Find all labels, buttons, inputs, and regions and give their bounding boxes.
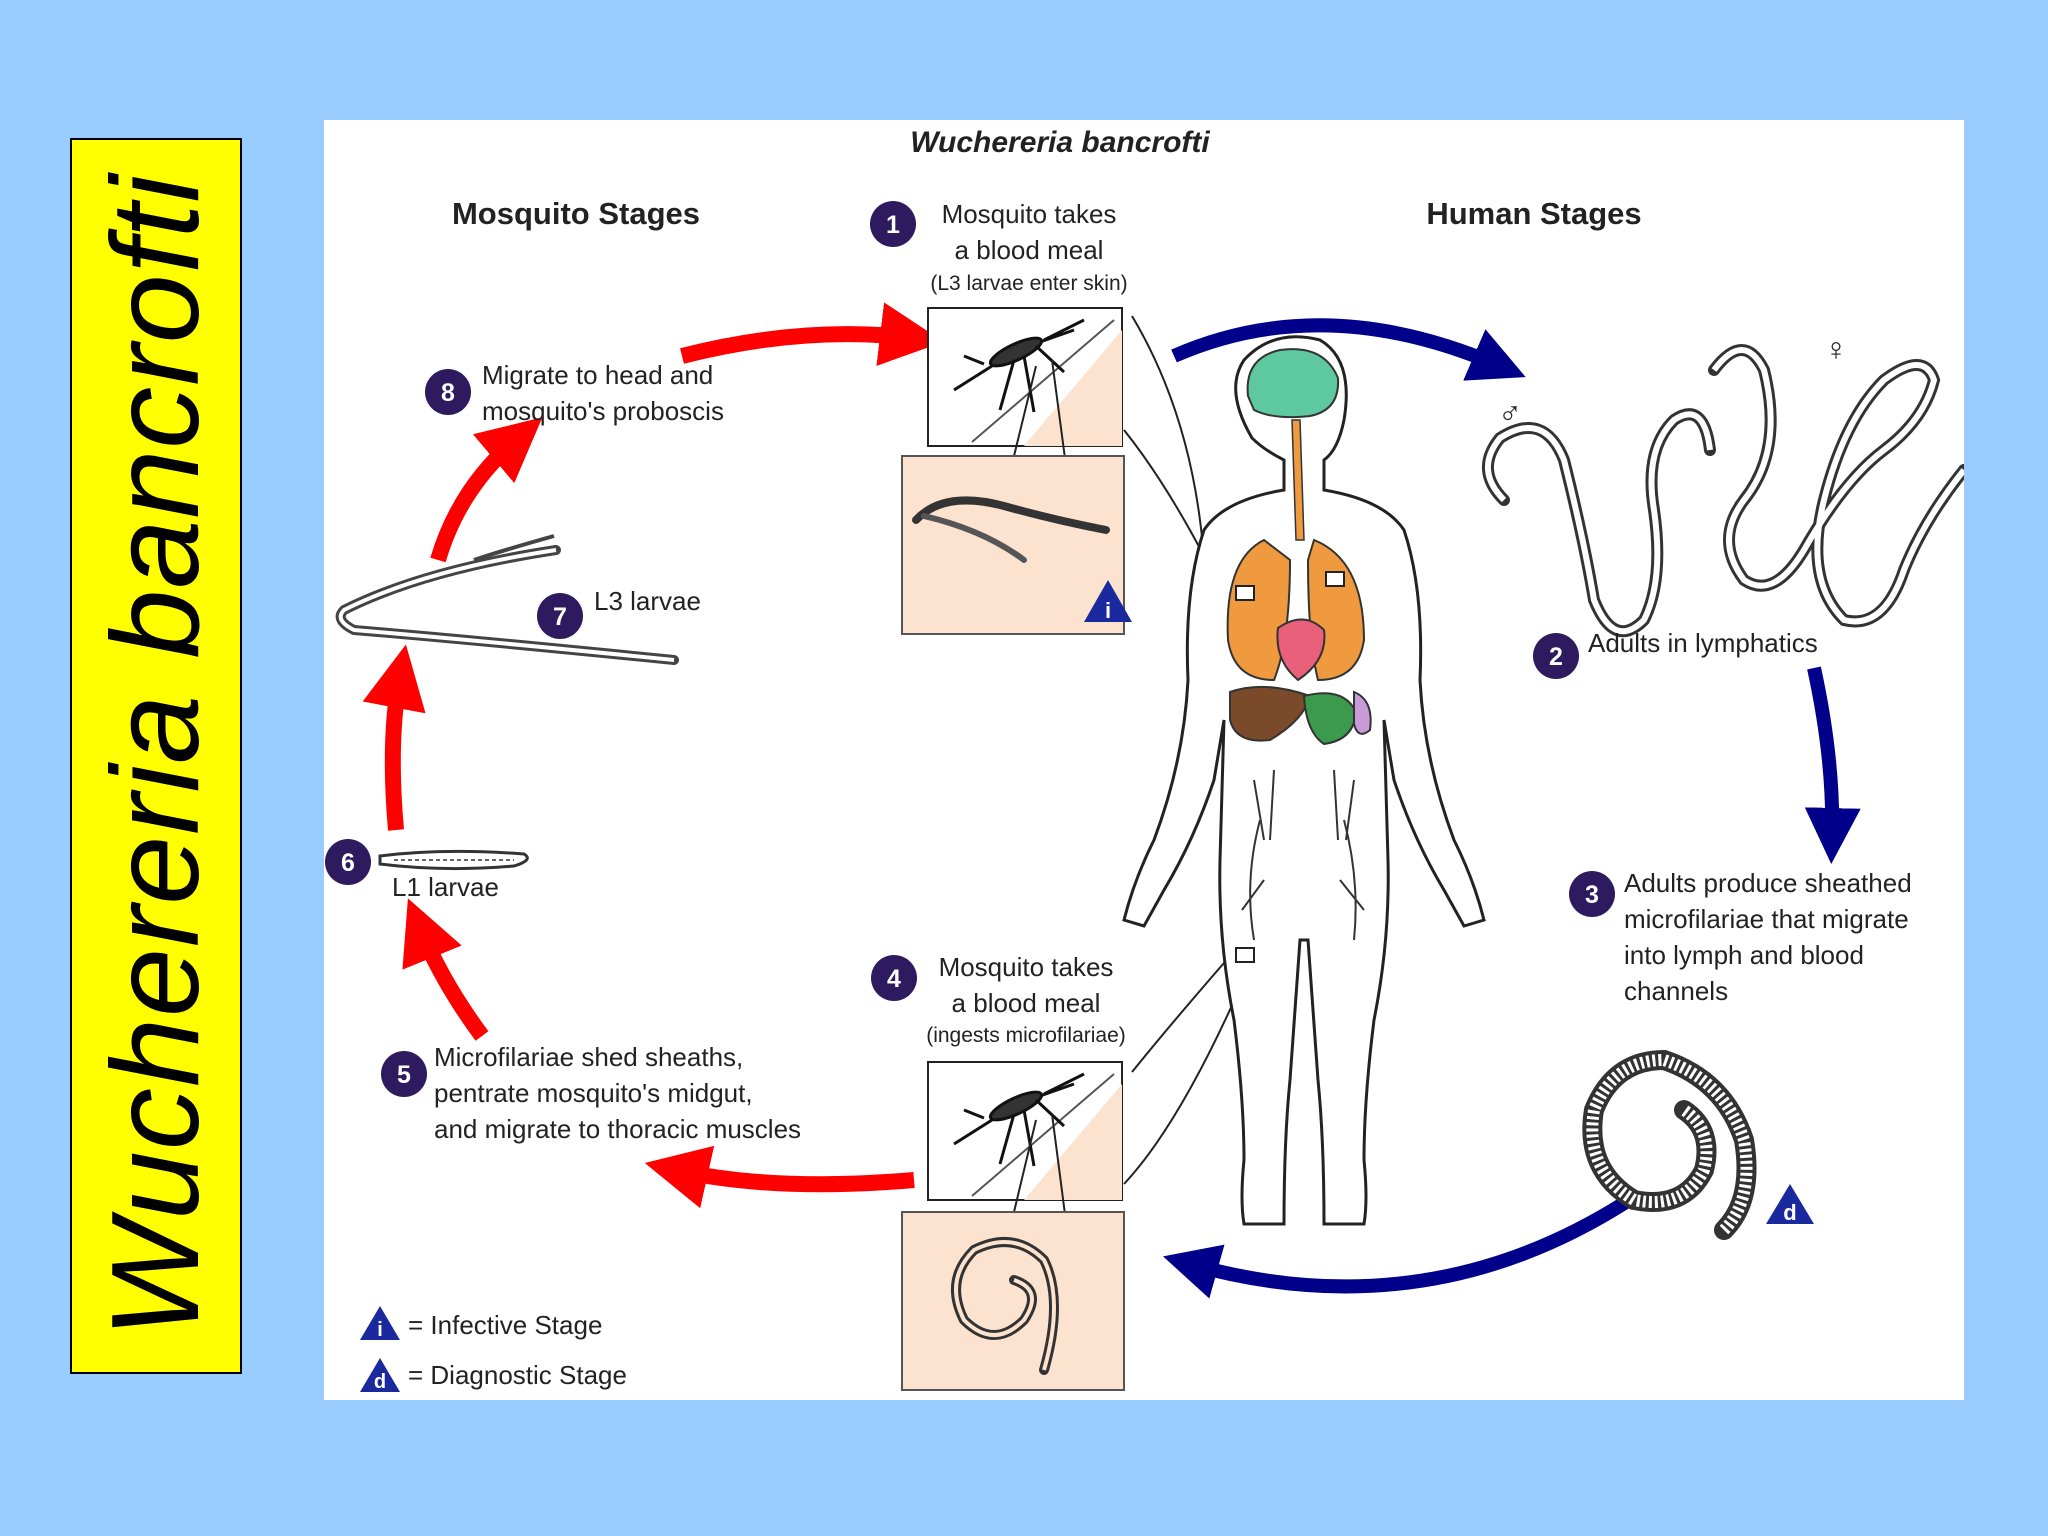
- arrow-6-to-7: [362, 644, 426, 831]
- microfilaria-drawing-large: [1582, 1049, 1757, 1240]
- legend: i = Infective Stage d = Diagnostic Stage: [360, 1306, 627, 1393]
- step-5-text-line-2: pentrate mosquito's midgut,: [434, 1078, 753, 1108]
- legend-diagnostic-text: = Diagnostic Stage: [408, 1360, 627, 1390]
- diagram-title: Wuchereria bancrofti: [910, 126, 1210, 159]
- step-3-text-line-3: into lymph and blood: [1624, 940, 1864, 970]
- step-1-text-line-2: a blood meal: [955, 235, 1104, 265]
- stomach-icon: [1302, 692, 1358, 746]
- legend-infective-icon: i: [360, 1306, 400, 1341]
- human-cycle-arrows: [1163, 318, 1861, 1299]
- step-5-number: 5: [397, 1061, 411, 1089]
- step-4-text-line-1: Mosquito takes: [939, 952, 1114, 982]
- female-symbol-icon: ♀: [1824, 331, 1848, 367]
- heart-icon: [1276, 618, 1326, 682]
- spleen-icon: [1353, 690, 1372, 735]
- step-1-note: (L3 larvae enter skin): [930, 272, 1127, 295]
- mosquito-stages-header: Mosquito Stages: [452, 196, 700, 231]
- step-6-label: L1 larvae: [392, 872, 499, 902]
- step-8-text-line-2: mosquito's proboscis: [482, 396, 724, 426]
- step-3: 3 Adults produce sheathed microfilariae …: [1569, 868, 1912, 1240]
- arrow-5-to-6: [402, 898, 489, 1041]
- male-symbol-icon: ♂: [1498, 395, 1522, 431]
- trachea: [1291, 419, 1305, 541]
- side-title-box: Wuchereria bancrofti: [70, 138, 242, 1374]
- diagnostic-mark: d: [1783, 1200, 1796, 1225]
- step-3-number: 3: [1585, 881, 1599, 909]
- step-6: 6 L1 larvae: [325, 839, 529, 902]
- step-1: 1 Mosquito takes a blood meal (L3 larvae…: [870, 199, 1128, 295]
- life-cycle-panel: Wuchereria bancrofti Mosquito Stages Hum…: [324, 120, 1964, 1400]
- step-5: 5 Microfilariae shed sheaths, pentrate m…: [381, 1042, 801, 1144]
- arrow-8-to-1: [680, 302, 944, 366]
- step-3-text-line-2: microfilariae that migrate: [1624, 904, 1909, 934]
- step-4: 4 Mosquito takes a blood meal (ingests m…: [871, 952, 1126, 1047]
- step-3-text-line-1: Adults produce sheathed: [1624, 868, 1912, 898]
- step-6-number: 6: [341, 849, 355, 877]
- step-3-text-line-4: channels: [1624, 976, 1728, 1006]
- step-4-number: 4: [887, 965, 901, 993]
- human-stages-header: Human Stages: [1426, 196, 1641, 231]
- arrow-1-to-2: [1171, 318, 1526, 381]
- mosquito-feeding-inset-top: i: [901, 307, 1205, 635]
- step-1-number: 1: [886, 211, 900, 239]
- step-7-number: 7: [553, 603, 567, 631]
- step-8-text-line-1: Migrate to head and: [482, 360, 713, 390]
- step-4-text-line-2: a blood meal: [952, 988, 1101, 1018]
- mosquito-icon: [953, 318, 1085, 413]
- step-7-label: L3 larvae: [594, 586, 701, 616]
- arrow-3-to-4: [1163, 1196, 1630, 1299]
- body-outline: [1122, 335, 1486, 1226]
- arrow-2-to-3: [1804, 666, 1861, 864]
- liver-icon: [1229, 685, 1312, 742]
- step-7: 7 L3 larvae: [335, 534, 701, 665]
- legend-infective-text: = Infective Stage: [408, 1310, 602, 1340]
- step-5-text-line-1: Microfilariae shed sheaths,: [434, 1042, 743, 1072]
- legend-diagnostic-mark: d: [374, 1371, 386, 1393]
- infective-stage-icon: i: [1084, 580, 1132, 623]
- step-8: 8 Migrate to head and mosquito's probosc…: [425, 360, 724, 426]
- step-8-number: 8: [441, 379, 455, 407]
- mosquito-cycle-arrows: [362, 302, 944, 1209]
- life-cycle-diagram: Wuchereria bancrofti Mosquito Stages Hum…: [325, 126, 1964, 1393]
- step-4-note: (ingests microfilariae): [926, 1024, 1126, 1047]
- arrow-4-to-5: [644, 1145, 915, 1209]
- human-body-figure: [1122, 335, 1486, 1226]
- step-2-label: Adults in lymphatics: [1588, 628, 1818, 658]
- side-title: Wuchereria bancrofti: [87, 173, 225, 1339]
- brain-icon: [1246, 348, 1340, 419]
- mosquito-feeding-inset-bottom: [901, 939, 1253, 1391]
- step-1-text-line-1: Mosquito takes: [942, 199, 1117, 229]
- legend-infective-mark: i: [377, 1319, 383, 1341]
- arrow-7-to-8: [430, 417, 543, 563]
- infective-mark: i: [1105, 598, 1111, 623]
- legend-diagnostic-icon: d: [360, 1358, 400, 1393]
- step-2: ♂ ♀ 2 Adults in lymphatics: [1481, 331, 1964, 679]
- step-2-number: 2: [1549, 643, 1563, 671]
- lymph-vessels: [1241, 769, 1365, 941]
- adult-worm-male-drawing: [1481, 408, 1716, 638]
- mosquito-icon-2: [953, 1072, 1085, 1167]
- step-5-text-line-3: and migrate to thoracic muscles: [434, 1114, 801, 1144]
- diagnostic-stage-icon: d: [1766, 1184, 1814, 1225]
